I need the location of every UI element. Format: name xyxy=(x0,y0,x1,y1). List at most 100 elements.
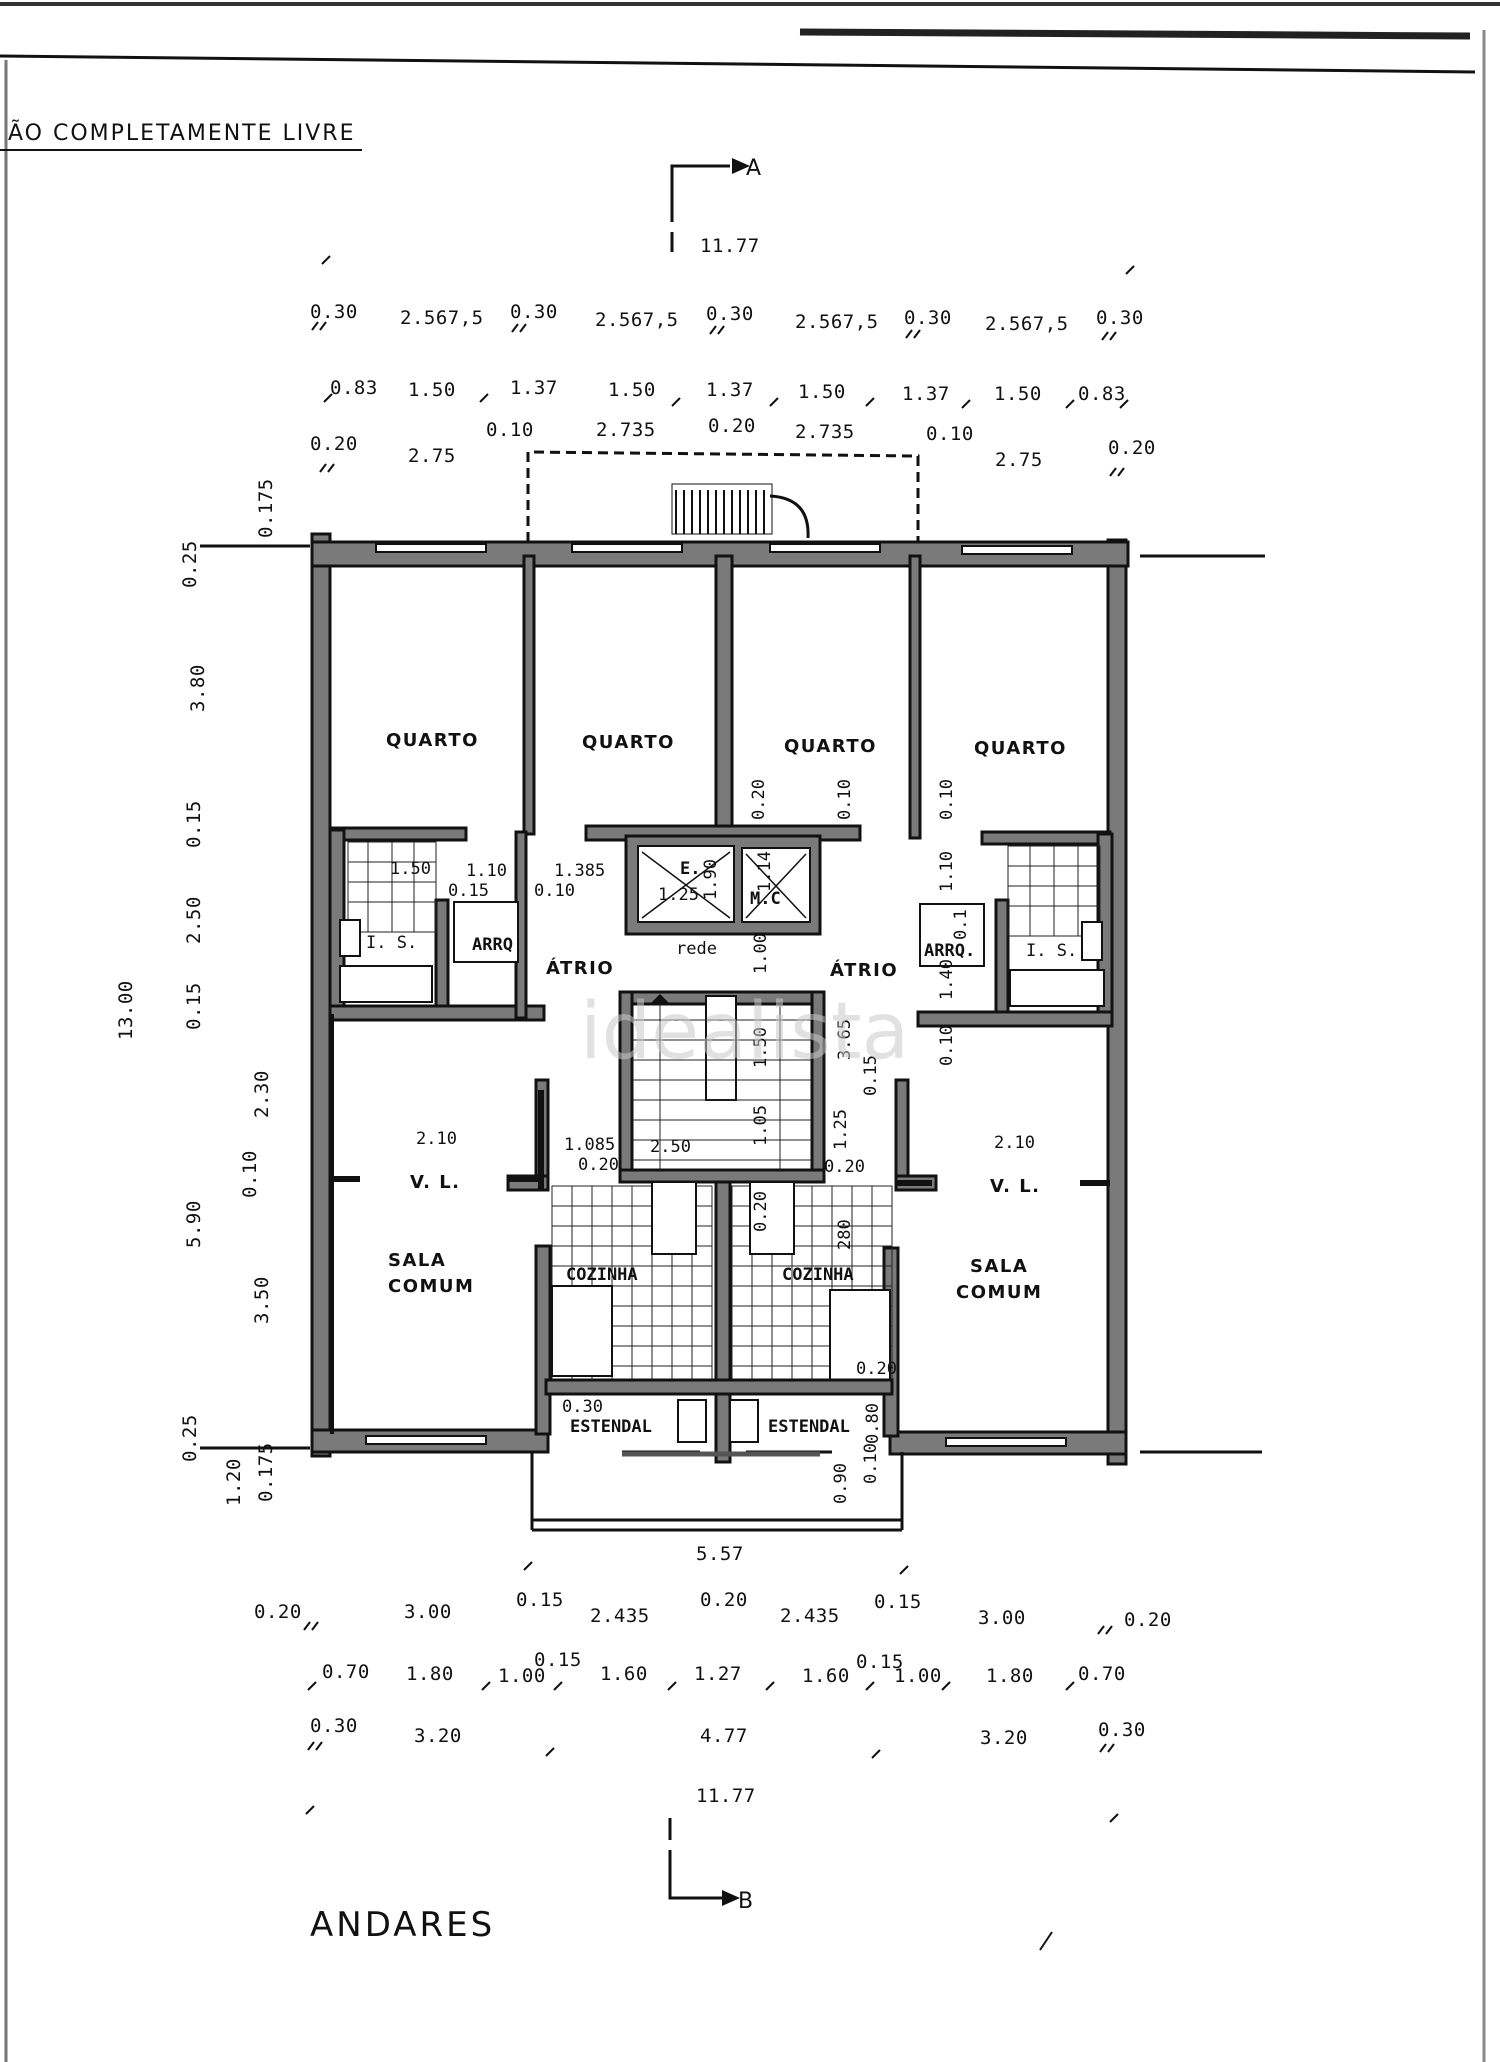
svg-text:2.735: 2.735 xyxy=(596,419,656,441)
svg-text:3.00: 3.00 xyxy=(404,1601,452,1623)
svg-text:2.735: 2.735 xyxy=(795,421,855,443)
svg-text:1.60: 1.60 xyxy=(802,1665,850,1687)
building xyxy=(200,450,1265,1532)
svg-text:3.80: 3.80 xyxy=(187,664,209,712)
svg-text:1.14: 1.14 xyxy=(755,851,775,892)
svg-text:1.00: 1.00 xyxy=(894,1665,942,1687)
svg-text:1.085: 1.085 xyxy=(564,1135,615,1155)
svg-text:0.10: 0.10 xyxy=(486,419,534,441)
room-estendal-left: ESTENDAL xyxy=(570,1417,652,1437)
svg-text:2.75: 2.75 xyxy=(408,445,456,467)
kitchen-counter-right xyxy=(829,1289,891,1381)
svg-text:5.90: 5.90 xyxy=(183,1200,205,1248)
dim-top-row2: 0.83 1.50 1.37 1.50 1.37 1.50 1.37 1.50 … xyxy=(330,377,1126,405)
svg-text:0.20: 0.20 xyxy=(1124,1609,1172,1631)
dims-inner: 1.50 1.10 0.15 1.385 0.10 1.25 1.90 1.14… xyxy=(390,779,1035,1504)
dimension-ticks-bottom xyxy=(303,1561,1119,1823)
storage-right xyxy=(919,903,985,967)
svg-text:2.50: 2.50 xyxy=(650,1137,691,1157)
svg-text:0.10: 0.10 xyxy=(926,423,974,445)
svg-text:1.20: 1.20 xyxy=(223,1458,245,1506)
svg-text:2.567,5: 2.567,5 xyxy=(400,307,484,329)
label-machine: M.C xyxy=(750,889,781,909)
svg-text:3.00: 3.00 xyxy=(978,1607,1026,1629)
dim-left-col2: 0.175 2.30 0.10 3.50 1.20 0.175 xyxy=(223,478,277,1506)
kitchen-counter-left xyxy=(551,1285,613,1377)
svg-text:2.567,5: 2.567,5 xyxy=(795,311,879,333)
svg-text:0.175: 0.175 xyxy=(255,1442,277,1502)
header-text: ÃO COMPLETAMENTE LIVRE xyxy=(8,119,356,146)
scan-mark xyxy=(1039,1931,1053,1951)
svg-text:1.50: 1.50 xyxy=(608,379,656,401)
storage-left xyxy=(453,901,519,963)
svg-text:0.25: 0.25 xyxy=(179,1414,201,1462)
bath-left-tiles xyxy=(348,842,436,932)
svg-text:0.70: 0.70 xyxy=(1078,1663,1126,1685)
svg-text:0.30: 0.30 xyxy=(310,1715,358,1737)
section-mark-b: B xyxy=(668,1818,753,1914)
svg-text:1.40: 1.40 xyxy=(937,959,957,1000)
svg-text:0.10: 0.10 xyxy=(534,881,575,901)
svg-text:4.77: 4.77 xyxy=(700,1725,748,1747)
svg-text:1.27: 1.27 xyxy=(694,1663,742,1685)
svg-text:0.83: 0.83 xyxy=(330,377,378,399)
svg-text:0.20: 0.20 xyxy=(751,1191,771,1232)
wall-left xyxy=(310,532,332,1458)
svg-text:0.20: 0.20 xyxy=(578,1155,619,1175)
svg-text:0.25: 0.25 xyxy=(179,540,201,588)
room-quarto-4: QUARTO xyxy=(974,738,1067,759)
svg-text:0.15: 0.15 xyxy=(874,1591,922,1613)
svg-text:0.15: 0.15 xyxy=(448,881,489,901)
dim-left-total: 13.00 xyxy=(115,980,137,1040)
bathtub-right xyxy=(1009,969,1105,1007)
sheet-border-line-thick xyxy=(799,28,1471,40)
svg-text:0.20: 0.20 xyxy=(856,1359,897,1379)
svg-text:0.70: 0.70 xyxy=(322,1661,370,1683)
label-elevator: E. xyxy=(680,859,700,879)
svg-text:0.20: 0.20 xyxy=(749,779,769,820)
room-sala-right-1: SALA xyxy=(970,1256,1028,1277)
svg-text:0.1: 0.1 xyxy=(951,909,971,940)
svg-text:0.30: 0.30 xyxy=(904,307,952,329)
svg-text:3.20: 3.20 xyxy=(980,1727,1028,1749)
svg-text:2.50: 2.50 xyxy=(183,896,205,944)
room-vl-right: V. L. xyxy=(990,1176,1041,1197)
svg-text:1.80: 1.80 xyxy=(986,1665,1034,1687)
svg-text:0.30: 0.30 xyxy=(706,303,754,325)
room-arrq-left: ARRQ xyxy=(472,935,513,955)
svg-text:1.50: 1.50 xyxy=(751,1027,771,1068)
svg-text:0.20: 0.20 xyxy=(1108,437,1156,459)
dim-top-row3: 0.20 2.75 0.10 2.735 0.20 2.735 0.10 2.7… xyxy=(310,415,1156,471)
svg-text:0.15: 0.15 xyxy=(534,1649,582,1671)
dim-bottom-row3: 0.30 3.20 4.77 3.20 0.30 xyxy=(310,1715,1146,1749)
room-quarto-2: QUARTO xyxy=(582,732,675,753)
svg-text:0.80: 0.80 xyxy=(863,1403,883,1444)
room-sala-right-2: COMUM xyxy=(956,1282,1042,1303)
svg-text:0.83: 0.83 xyxy=(1078,383,1126,405)
svg-text:1.37: 1.37 xyxy=(510,377,558,399)
svg-text:0.30: 0.30 xyxy=(310,301,358,323)
room-atrio-left: ÁTRIO xyxy=(546,957,614,979)
svg-text:0.10: 0.10 xyxy=(937,779,957,820)
label-rede: rede xyxy=(676,939,717,959)
svg-text:0.175: 0.175 xyxy=(255,478,277,538)
room-sala-left-1: SALA xyxy=(388,1250,446,1271)
svg-text:0.90: 0.90 xyxy=(831,1463,851,1504)
sheet-border-line xyxy=(0,54,1476,74)
room-cozinha-right: COZINHA xyxy=(782,1265,854,1285)
room-estendal-right: ESTENDAL xyxy=(768,1417,850,1437)
svg-text:1.10: 1.10 xyxy=(466,861,507,881)
svg-text:0.20: 0.20 xyxy=(824,1157,865,1177)
room-arrq-right: ARRQ. xyxy=(924,941,975,961)
svg-text:2.567,5: 2.567,5 xyxy=(985,313,1069,335)
dim-top-total: 11.77 xyxy=(700,235,760,257)
svg-text:0.30: 0.30 xyxy=(562,1397,603,1417)
room-quarto-3: QUARTO xyxy=(784,736,877,757)
svg-text:0.10: 0.10 xyxy=(835,779,855,820)
svg-text:1.25: 1.25 xyxy=(831,1109,851,1150)
svg-text:2.435: 2.435 xyxy=(780,1605,840,1627)
svg-text:0.15: 0.15 xyxy=(516,1589,564,1611)
drawing-title: ANDARES xyxy=(310,1905,495,1945)
svg-text:0.30: 0.30 xyxy=(1098,1719,1146,1741)
